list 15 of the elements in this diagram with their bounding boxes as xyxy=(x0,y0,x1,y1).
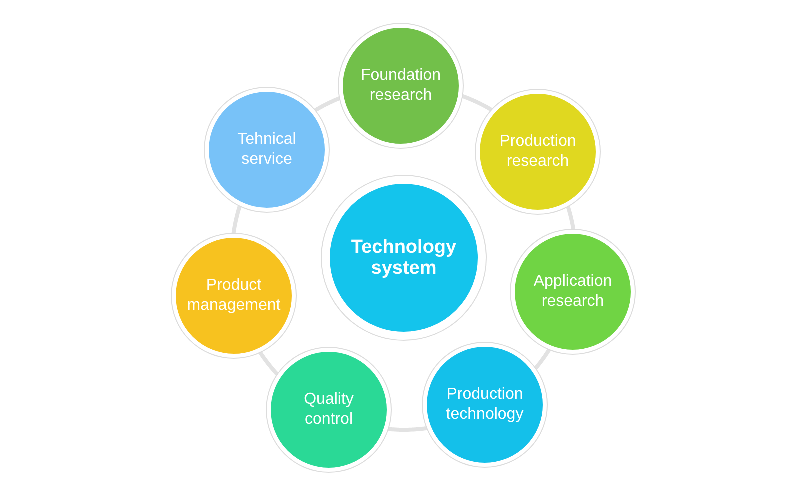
center-title: Technology system xyxy=(350,237,458,279)
ring-connector xyxy=(386,426,430,432)
topic-label: Production research xyxy=(498,132,578,172)
topic-label: Application research xyxy=(532,272,614,312)
topic-label: Tehnical service xyxy=(236,130,298,170)
ring-connector xyxy=(566,204,576,232)
ring-connector xyxy=(258,350,280,378)
ring-connector xyxy=(232,204,242,236)
ring-connector xyxy=(314,96,342,112)
ring-connector xyxy=(460,94,494,112)
topic-label: Product management xyxy=(186,276,282,316)
topic-label: Quality control xyxy=(303,390,355,430)
ring-connector xyxy=(533,348,552,372)
topic-label: Foundation research xyxy=(360,66,442,106)
topic-label: Production technology xyxy=(445,385,525,425)
